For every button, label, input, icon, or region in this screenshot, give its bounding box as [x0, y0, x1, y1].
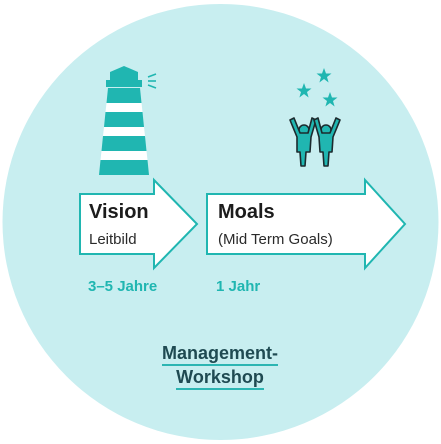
vision-arrow — [79, 177, 199, 271]
cheering-people-icon — [289, 117, 341, 167]
lighthouse-icon — [99, 66, 157, 175]
moals-subtitle: (Mid Term Goals) — [218, 231, 333, 248]
stars-icon — [296, 68, 338, 107]
workshop-line-1: Management- — [161, 343, 278, 366]
vision-title: Vision — [89, 201, 149, 223]
moals-duration: 1 Jahr — [216, 278, 261, 295]
moals-arrow — [206, 177, 407, 271]
workshop-line-2: Workshop — [176, 367, 264, 390]
vision-duration: 3–5 Jahre — [88, 278, 158, 295]
moals-title: Moals — [218, 201, 275, 223]
vision-subtitle: Leitbild — [89, 231, 137, 248]
management-workshop-link[interactable]: Management- Workshop — [120, 342, 320, 390]
